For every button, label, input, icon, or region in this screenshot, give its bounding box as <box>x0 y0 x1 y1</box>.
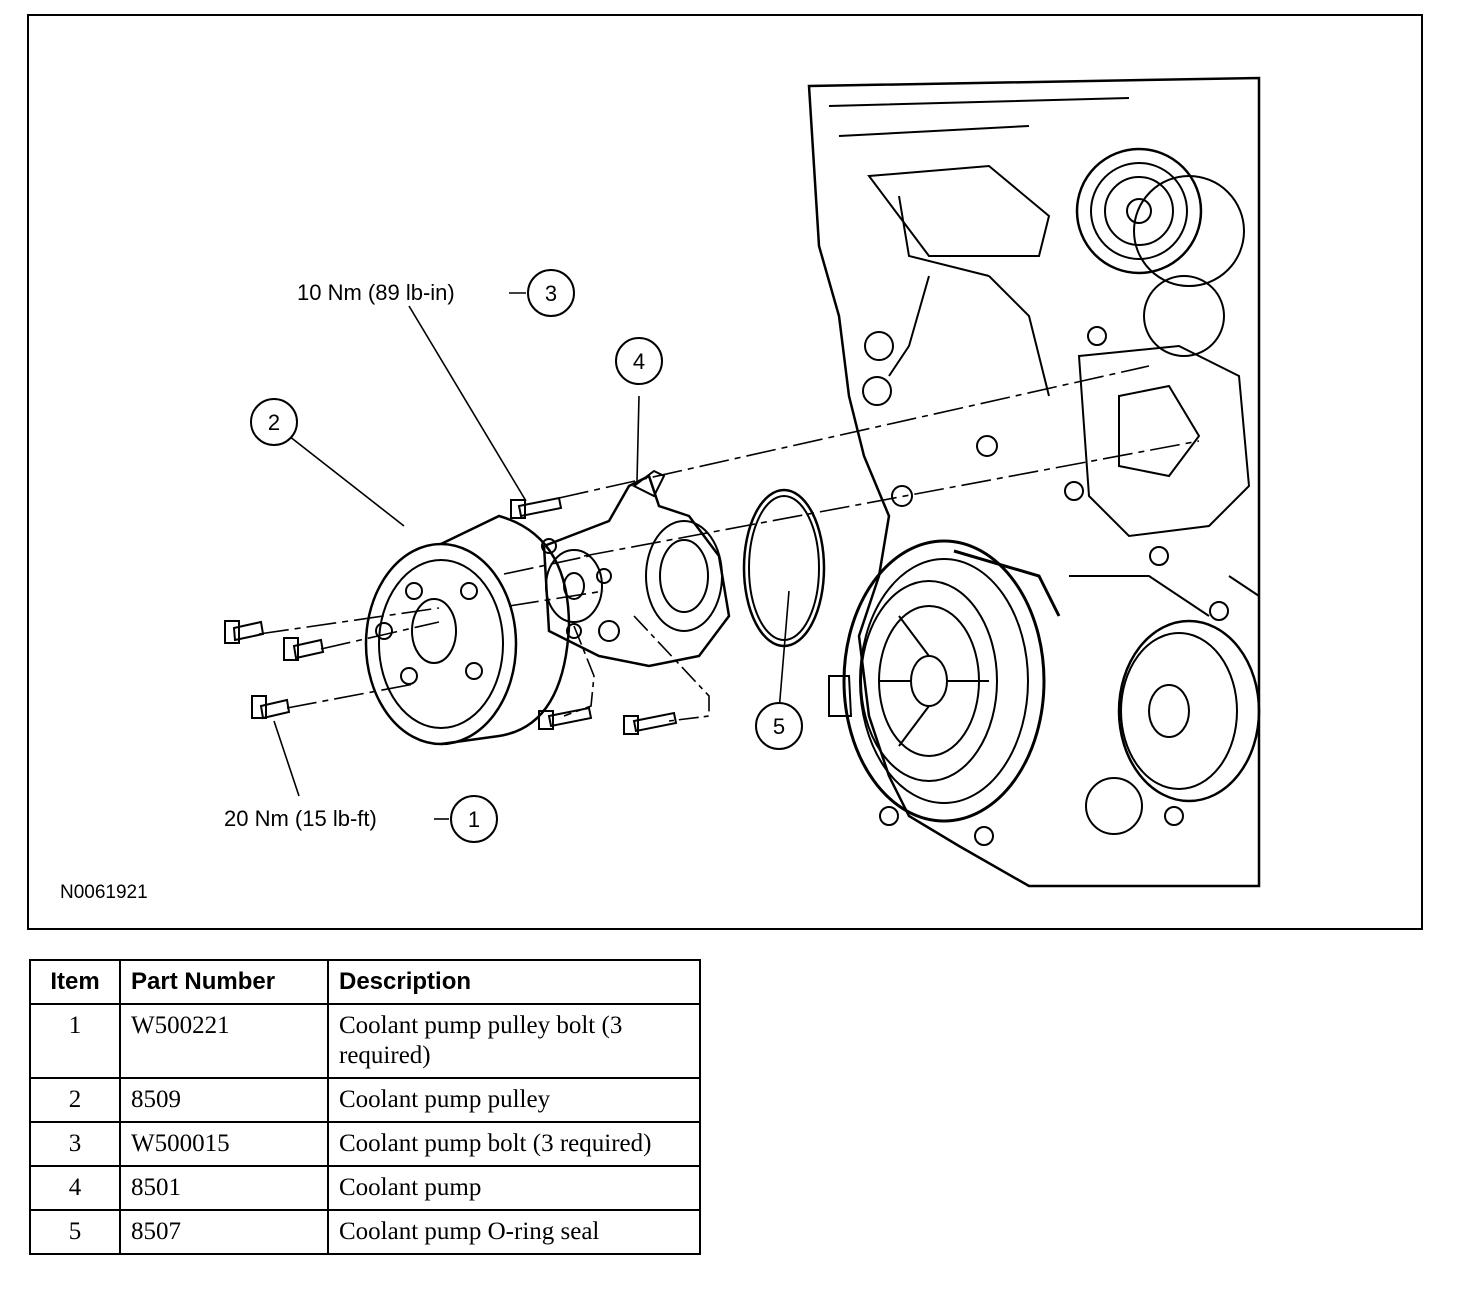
engine-diagram: 3 4 2 5 1 <box>224 76 1261 888</box>
callout-3-number: 3 <box>545 281 557 306</box>
table-row: 4 8501 Coolant pump <box>29 1165 701 1211</box>
table-row: 2 8509 Coolant pump pulley <box>29 1077 701 1123</box>
cell-description: Coolant pump pulley <box>327 1077 701 1123</box>
callout-1-number: 1 <box>468 807 480 832</box>
cell-description: Coolant pump bolt (3 required) <box>327 1121 701 1167</box>
callout-1-torque: 20 Nm (15 lb-ft) <box>224 806 377 831</box>
leader-lines <box>273 292 790 820</box>
cell-description: Coolant pump O-ring seal <box>327 1209 701 1255</box>
callout-circles <box>250 269 803 843</box>
callout-4-number: 4 <box>633 349 645 374</box>
figure-id-label: N0061921 <box>60 882 148 903</box>
table-header-row: Item Part Number Description <box>29 959 701 1005</box>
table-row: 3 W500015 Coolant pump bolt (3 required) <box>29 1121 701 1167</box>
engine-block-illustration <box>807 76 1261 888</box>
cell-item: 3 <box>29 1121 121 1167</box>
o-ring-illustration <box>742 488 826 648</box>
header-item: Item <box>29 959 121 1005</box>
exploded-view-figure: 3 4 2 5 1 10 Nm (89 lb-in) 20 Nm (15 lb-… <box>27 14 1423 930</box>
pump-pulley-illustration <box>364 514 571 746</box>
cell-description: Coolant pump pulley bolt (3 required) <box>327 1003 701 1079</box>
parts-table: Item Part Number Description 1 W500221 C… <box>29 959 701 1255</box>
callout-2-number: 2 <box>268 410 280 435</box>
cell-part-number: W500015 <box>119 1121 329 1167</box>
cell-part-number: 8501 <box>119 1165 329 1211</box>
header-part-number: Part Number <box>119 959 329 1005</box>
callout-5-number: 5 <box>773 714 785 739</box>
header-description: Description <box>327 959 701 1005</box>
cell-item: 2 <box>29 1077 121 1123</box>
table-row: 1 W500221 Coolant pump pulley bolt (3 re… <box>29 1003 701 1079</box>
cell-part-number: W500221 <box>119 1003 329 1079</box>
cell-part-number: 8509 <box>119 1077 329 1123</box>
cell-item: 1 <box>29 1003 121 1079</box>
table-row: 5 8507 Coolant pump O-ring seal <box>29 1209 701 1255</box>
cell-part-number: 8507 <box>119 1209 329 1255</box>
cell-item: 5 <box>29 1209 121 1255</box>
alignment-lines <box>258 365 1200 709</box>
callout-3-torque: 10 Nm (89 lb-in) <box>297 280 455 305</box>
cell-item: 4 <box>29 1165 121 1211</box>
cell-description: Coolant pump <box>327 1165 701 1211</box>
bolts-illustration <box>224 496 678 735</box>
coolant-pump-illustration <box>541 469 731 668</box>
